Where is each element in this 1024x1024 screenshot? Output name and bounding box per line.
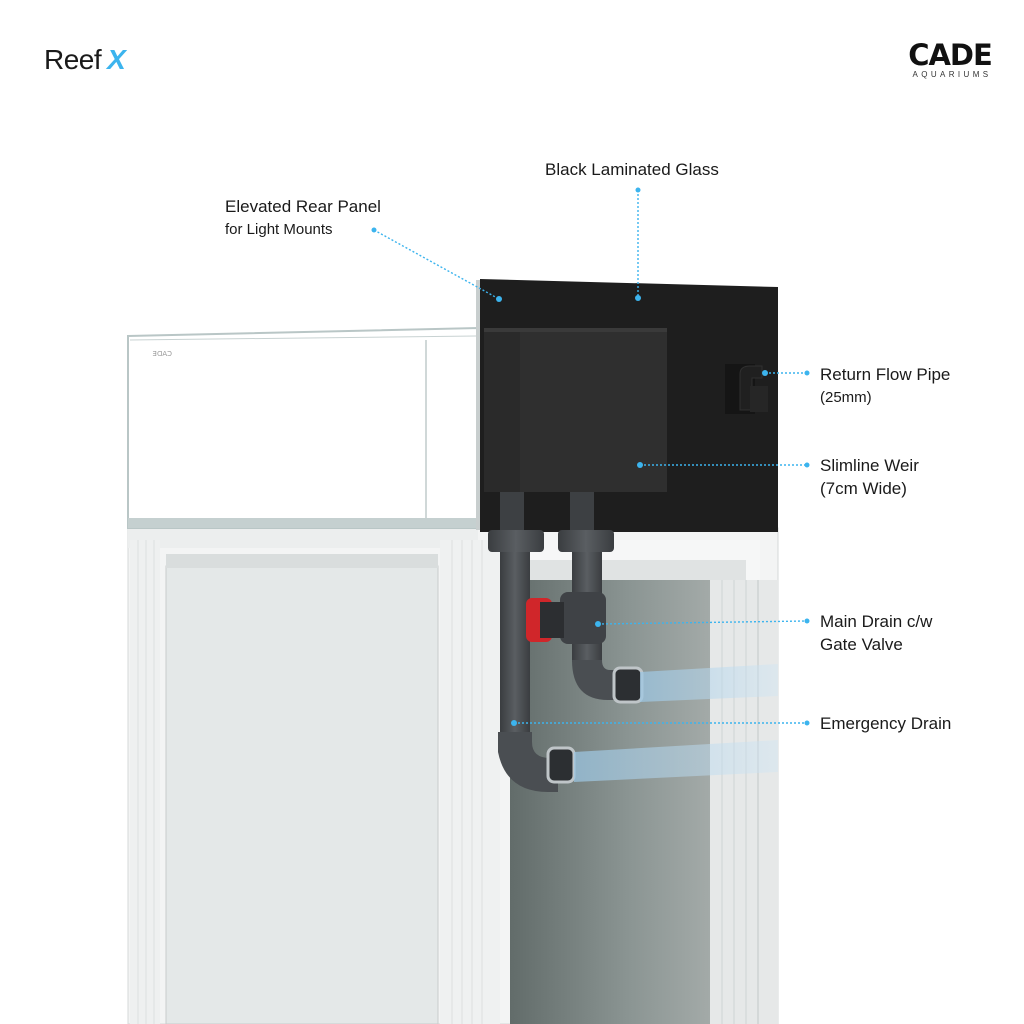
- callout-black-laminated-glass: Black Laminated Glass: [545, 158, 719, 181]
- callout-return-flow-pipe: Return Flow Pipe (25mm): [820, 363, 950, 409]
- cabinet-side-right: [710, 580, 778, 1024]
- cabinet-door-left[interactable]: [165, 565, 439, 1024]
- callout-title: Black Laminated Glass: [545, 160, 719, 179]
- callout-subtitle: (7cm Wide): [820, 479, 907, 498]
- callout-title: Slimline Weir: [820, 456, 919, 475]
- title-accent: X: [107, 44, 126, 75]
- callout-title: Elevated Rear Panel: [225, 197, 381, 216]
- brand-logo: CADE AQUARIUMS: [906, 40, 994, 80]
- callout-subtitle: (25mm): [820, 389, 872, 406]
- callout-title: Main Drain c/w: [820, 612, 933, 631]
- cabinet-open-compartment: [510, 580, 710, 1024]
- callout-subtitle: Gate Valve: [820, 635, 903, 654]
- emergency-drain-hose: [574, 740, 778, 782]
- cabinet: [127, 527, 779, 1024]
- callout-slimline-weir: Slimline Weir (7cm Wide): [820, 454, 919, 500]
- callout-subtitle: for Light Mounts: [225, 221, 333, 238]
- return-flow-fitting: [725, 364, 768, 414]
- callout-lines: [371, 187, 810, 726]
- callout-line-main-drain: [597, 620, 808, 625]
- glass-tank: CADE: [127, 326, 479, 529]
- callout-elevated-rear-panel: Elevated Rear Panel for Light Mounts: [225, 195, 381, 241]
- logo-brand: CADE: [908, 38, 993, 72]
- plumbing: [488, 492, 778, 792]
- slimline-weir-box: [484, 328, 667, 492]
- title-main: Reef: [44, 44, 102, 75]
- logo-tagline: AQUARIUMS: [912, 70, 992, 79]
- glass-logo-reflection: CADE: [153, 350, 173, 358]
- cabinet-side-left: [130, 540, 160, 1024]
- main-drain-hose: [640, 664, 778, 702]
- callout-main-drain: Main Drain c/w Gate Valve: [820, 610, 932, 656]
- callout-emergency-drain: Emergency Drain: [820, 712, 951, 735]
- cabinet-divider: [440, 540, 500, 1024]
- callout-line-rear-panel: [373, 229, 500, 300]
- callout-title: Return Flow Pipe: [820, 365, 951, 384]
- callout-title: Emergency Drain: [820, 714, 952, 733]
- emergency-drain-pipe: [500, 552, 530, 752]
